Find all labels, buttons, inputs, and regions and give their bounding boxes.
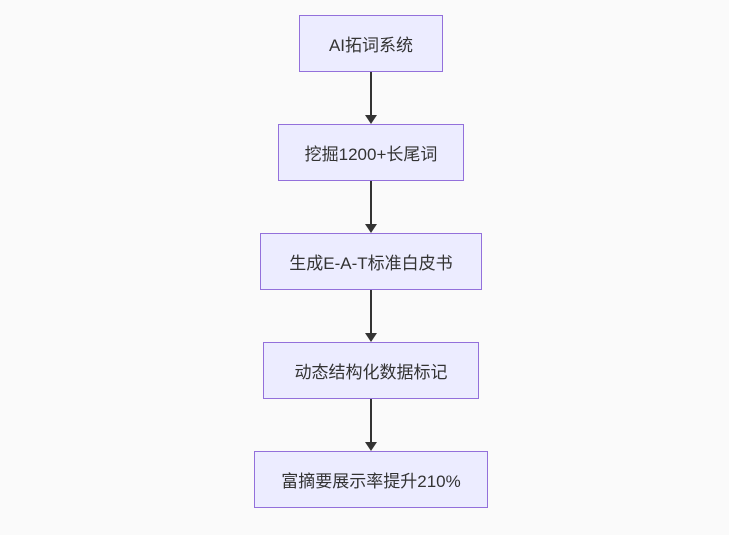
- node-label: AI拓词系统: [328, 36, 414, 55]
- flowchart: AI拓词系统 挖掘1200+长尾词 生成E-A-T标准白皮书: [254, 15, 488, 508]
- arrow-down-icon: [365, 399, 377, 451]
- flow-node-generate-eat-whitepaper: 生成E-A-T标准白皮书: [260, 233, 482, 290]
- flow-edge-2: [364, 181, 378, 233]
- arrow-down-icon: [365, 72, 377, 124]
- node-label: 富摘要展示率提升210%: [281, 472, 461, 491]
- flow-node-ai-word-expansion-system: AI拓词系统: [299, 15, 443, 72]
- flow-edge-3: [364, 290, 378, 342]
- flow-node-rich-snippet-rate-increase: 富摘要展示率提升210%: [254, 451, 488, 508]
- arrow-down-icon: [365, 181, 377, 233]
- flow-edge-4: [364, 399, 378, 451]
- flow-node-dynamic-structured-data-markup: 动态结构化数据标记: [263, 342, 479, 399]
- node-label: 生成E-A-T标准白皮书: [289, 254, 453, 273]
- node-label: 挖掘1200+长尾词: [304, 145, 438, 164]
- flow-edge-1: [364, 72, 378, 124]
- arrow-down-icon: [365, 290, 377, 342]
- flow-node-mine-longtail-keywords: 挖掘1200+长尾词: [278, 124, 464, 181]
- node-label: 动态结构化数据标记: [294, 363, 448, 382]
